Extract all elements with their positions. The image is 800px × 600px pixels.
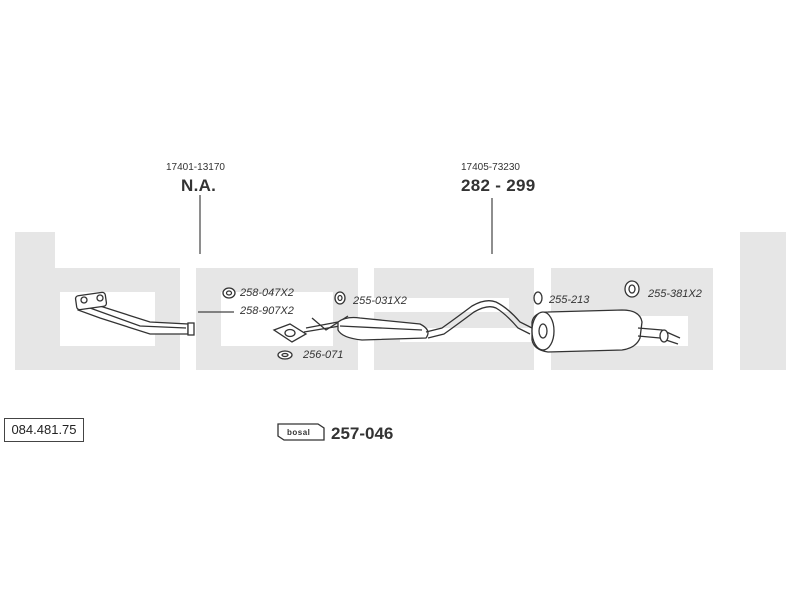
part-label-p6: 255-381X2 bbox=[648, 288, 702, 300]
p4-clamp-icon bbox=[334, 291, 346, 305]
rear-part-ref: 17405-73230 bbox=[461, 162, 520, 173]
part-label-p5: 255-213 bbox=[549, 294, 590, 306]
rear-muffler bbox=[531, 309, 681, 353]
p6-mount-icon bbox=[624, 280, 640, 298]
bosal-plate-icon bbox=[277, 423, 325, 441]
p3-ring-icon bbox=[277, 350, 293, 360]
kit-number: 257-046 bbox=[331, 424, 394, 443]
rear-part-value: 282 - 299 bbox=[461, 176, 536, 195]
front-part-value: N.A. bbox=[181, 176, 217, 195]
kit-brand-label: bosal bbox=[287, 428, 311, 437]
part-label-p1: 258-047X2 bbox=[240, 287, 294, 299]
p1-clamp-icon bbox=[222, 287, 236, 299]
p5-hanger-icon bbox=[533, 291, 543, 305]
part-label-p2: 258-907X2 bbox=[240, 305, 294, 317]
front-pipe bbox=[74, 291, 195, 336]
front-part-ref: 17401-13170 bbox=[166, 162, 225, 173]
part-label-p4: 255-031X2 bbox=[353, 295, 407, 307]
diagram-code-box: 084.481.75 bbox=[4, 418, 84, 442]
part-label-p3: 256-071 bbox=[303, 349, 344, 361]
